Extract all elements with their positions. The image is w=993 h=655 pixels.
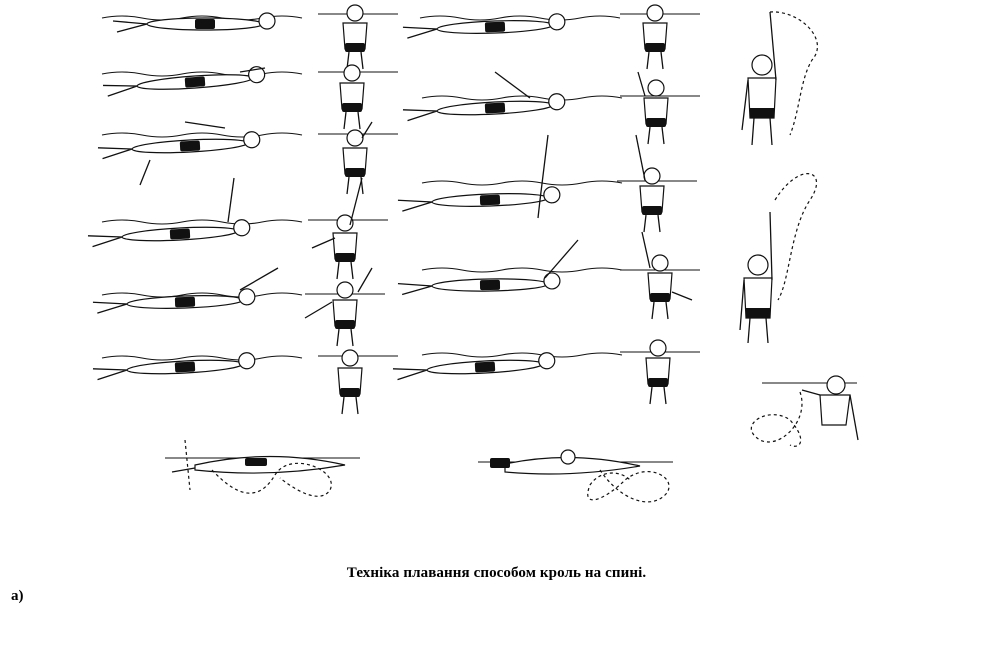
side-view-column-right — [391, 12, 623, 381]
kick-trajectory-right — [478, 449, 673, 503]
standing-figure-2 — [739, 173, 817, 344]
kick-trajectory-left — [165, 439, 360, 497]
swimming-technique-figure — [86, 4, 859, 503]
figure-caption: Техніка плавання способом кроль на спині… — [346, 565, 647, 581]
arm-trajectory-column — [739, 11, 859, 447]
side-view-column-left — [86, 12, 303, 381]
swimmer-top-view — [751, 375, 859, 447]
panel-label: а) — [11, 588, 24, 604]
front-view-column-left — [304, 4, 398, 415]
standing-figure-1 — [741, 11, 819, 146]
front-view-column-right — [617, 4, 700, 405]
